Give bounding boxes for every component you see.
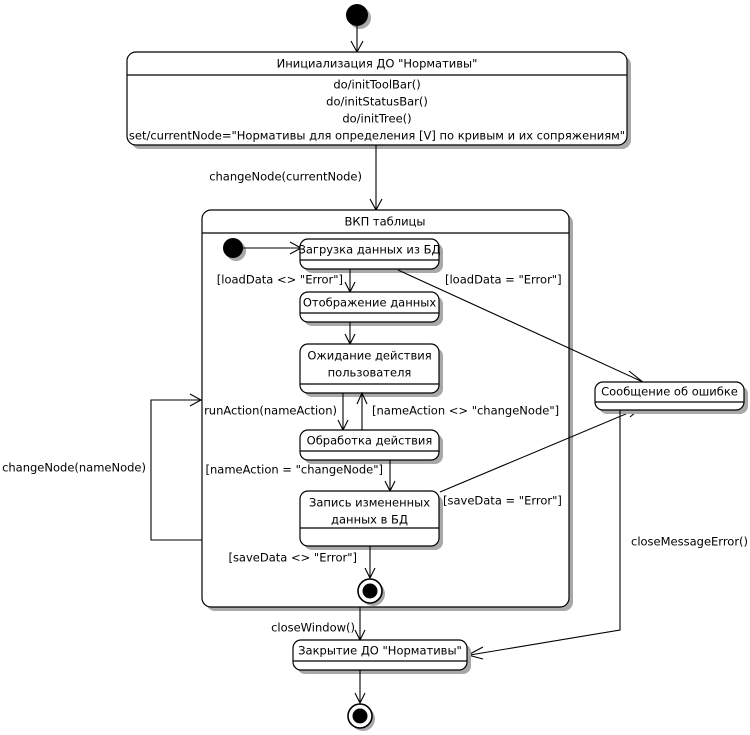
state-close-window-label: Закрытие ДО "Нормативы" xyxy=(298,644,462,658)
transition-init-to-composite: changeNode(currentNode) xyxy=(209,145,383,212)
label-close-message-error: closeMessageError() xyxy=(631,535,748,549)
state-save-data-line1: Запись измененных xyxy=(309,496,430,510)
state-load-data-label: Загрузка данных из БД xyxy=(298,243,440,257)
state-error-message[interactable]: Сообщение об ошибке xyxy=(594,381,748,414)
start-node-inner[interactable] xyxy=(223,238,246,261)
label-change-node-name: changeNode(nameNode) xyxy=(2,461,146,475)
state-load-data[interactable]: Загрузка данных из БД xyxy=(298,238,443,273)
state-show-data-label: Отображение данных xyxy=(303,296,437,310)
init-activity-tree: do/initTree() xyxy=(342,112,411,126)
init-activity-toolbar: do/initToolBar() xyxy=(333,78,420,92)
transition-composite-self-loop: changeNode(nameNode) xyxy=(2,393,203,541)
label-name-action-ne: [nameAction <> "changeNode"] xyxy=(372,404,559,418)
state-process-action-label: Обработка действия xyxy=(307,434,433,448)
transition-process-to-wait: [nameAction <> "changeNode"] xyxy=(356,391,559,430)
state-wait-action-line1: Ожидание действия xyxy=(307,349,431,363)
transition-load-to-show: [loadData <> "Error"] xyxy=(217,269,356,294)
state-wait-action-line2: пользователя xyxy=(328,366,412,380)
label-name-action-eq: [nameAction = "changeNode"] xyxy=(206,463,383,477)
transition-close-to-final xyxy=(354,670,366,705)
state-save-data[interactable]: Запись измененных данных в БД xyxy=(299,490,443,550)
label-save-data-ok: [saveData <> "Error"] xyxy=(228,551,357,565)
composite-state-vkp-tablitsy[interactable]: ВКП таблицы xyxy=(201,209,573,611)
state-wait-user-action[interactable]: Ожидание действия пользователя xyxy=(299,343,443,397)
transition-save-to-final-inner: [saveData <> "Error"] xyxy=(228,546,376,580)
label-load-data-ok: [loadData <> "Error"] xyxy=(217,273,343,287)
init-activity-statusbar: do/initStatusBar() xyxy=(326,95,428,109)
init-activity-setcurrentnode: set/currentNode="Нормативы для определен… xyxy=(129,129,625,143)
composite-state-title: ВКП таблицы xyxy=(345,215,426,229)
state-process-action[interactable]: Обработка действия xyxy=(299,429,443,464)
transition-composite-to-close: closeWindow() xyxy=(271,607,366,642)
state-close-window[interactable]: Закрытие ДО "Нормативы" xyxy=(292,639,471,674)
transition-error-to-close: closeMessageError() xyxy=(466,410,748,660)
transition-load-to-error: [loadData = "Error"] xyxy=(397,269,646,386)
label-close-window: closeWindow() xyxy=(271,621,355,635)
label-load-data-error: [loadData = "Error"] xyxy=(445,273,562,287)
label-change-node-current: changeNode(currentNode) xyxy=(209,170,362,184)
final-node-bottom[interactable] xyxy=(347,703,375,731)
state-save-data-line2: данных в БД xyxy=(331,513,408,527)
label-run-action: runAction(nameAction) xyxy=(204,404,337,418)
start-node-top[interactable] xyxy=(346,4,371,29)
final-node-inner[interactable] xyxy=(357,578,385,606)
state-initialization-title: Инициализация ДО "Нормативы" xyxy=(277,57,478,71)
label-save-data-error: [saveData = "Error"] xyxy=(443,494,562,508)
state-error-message-label: Сообщение об ошибке xyxy=(601,385,738,399)
transition-start-to-init xyxy=(350,26,364,54)
transition-wait-to-process: runAction(nameAction) xyxy=(204,393,349,432)
state-initialization[interactable]: Инициализация ДО "Нормативы" do/initTool… xyxy=(126,51,631,149)
state-show-data[interactable]: Отображение данных xyxy=(299,291,443,326)
